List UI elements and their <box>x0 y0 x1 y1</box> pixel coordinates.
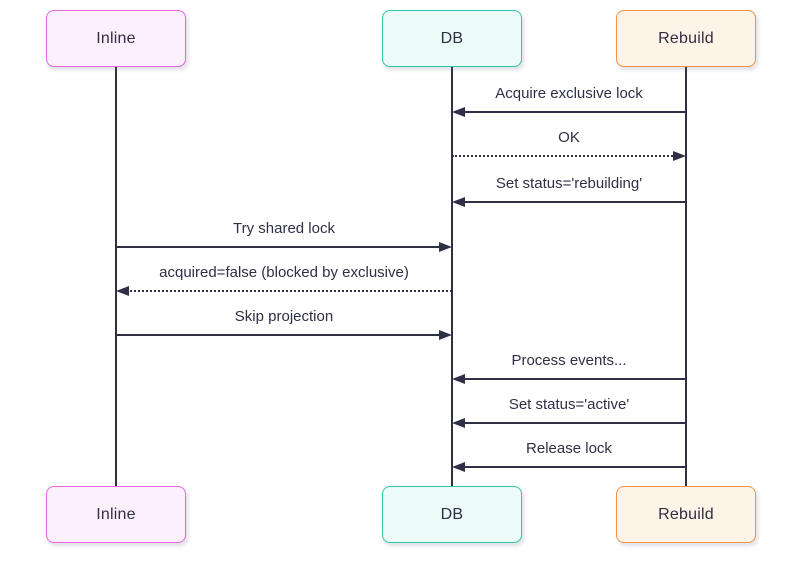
lifeline-rebuild <box>685 66 687 487</box>
arrowhead-icon <box>452 197 465 207</box>
actor-label: DB <box>440 505 464 523</box>
message-line-solid <box>461 378 686 380</box>
arrowhead-icon <box>452 418 465 428</box>
actor-label: Inline <box>96 505 136 523</box>
arrowhead-icon <box>452 374 465 384</box>
actor-box-inline-bottom: Inline <box>46 486 186 543</box>
message-label: Process events... <box>511 352 627 369</box>
message-line-solid <box>461 201 686 203</box>
message-line-solid <box>461 466 686 468</box>
lifeline-db <box>451 66 453 487</box>
actor-label: Rebuild <box>658 29 714 47</box>
message-label: Set status='active' <box>508 396 630 413</box>
message-line-solid <box>461 422 686 424</box>
actor-label: DB <box>440 29 464 47</box>
message-label: Skip projection <box>234 308 334 325</box>
message-line-dashed <box>452 155 677 157</box>
message-line-solid <box>116 246 443 248</box>
message-label: Try shared lock <box>233 220 335 237</box>
actor-box-db-bottom: DB <box>382 486 522 543</box>
arrowhead-icon <box>452 462 465 472</box>
actor-label: Inline <box>96 29 136 47</box>
message-label: Set status='rebuilding' <box>495 175 643 192</box>
arrowhead-icon <box>439 330 452 340</box>
actor-box-inline-top: Inline <box>46 10 186 67</box>
message-line-dashed <box>125 290 452 292</box>
message-label: acquired=false (blocked by exclusive) <box>159 264 409 281</box>
message-line-solid <box>116 334 443 336</box>
lifeline-inline <box>115 66 117 487</box>
actor-box-rebuild-top: Rebuild <box>616 10 756 67</box>
actor-label: Rebuild <box>658 505 714 523</box>
message-line-solid <box>461 111 686 113</box>
actor-box-db-top: DB <box>382 10 522 67</box>
message-label: Release lock <box>526 440 612 457</box>
arrowhead-icon <box>452 107 465 117</box>
message-label: Acquire exclusive lock <box>495 85 643 102</box>
message-label: OK <box>558 129 580 146</box>
actor-box-rebuild-bottom: Rebuild <box>616 486 756 543</box>
arrowhead-icon <box>116 286 129 296</box>
arrowhead-icon <box>673 151 686 161</box>
arrowhead-icon <box>439 242 452 252</box>
